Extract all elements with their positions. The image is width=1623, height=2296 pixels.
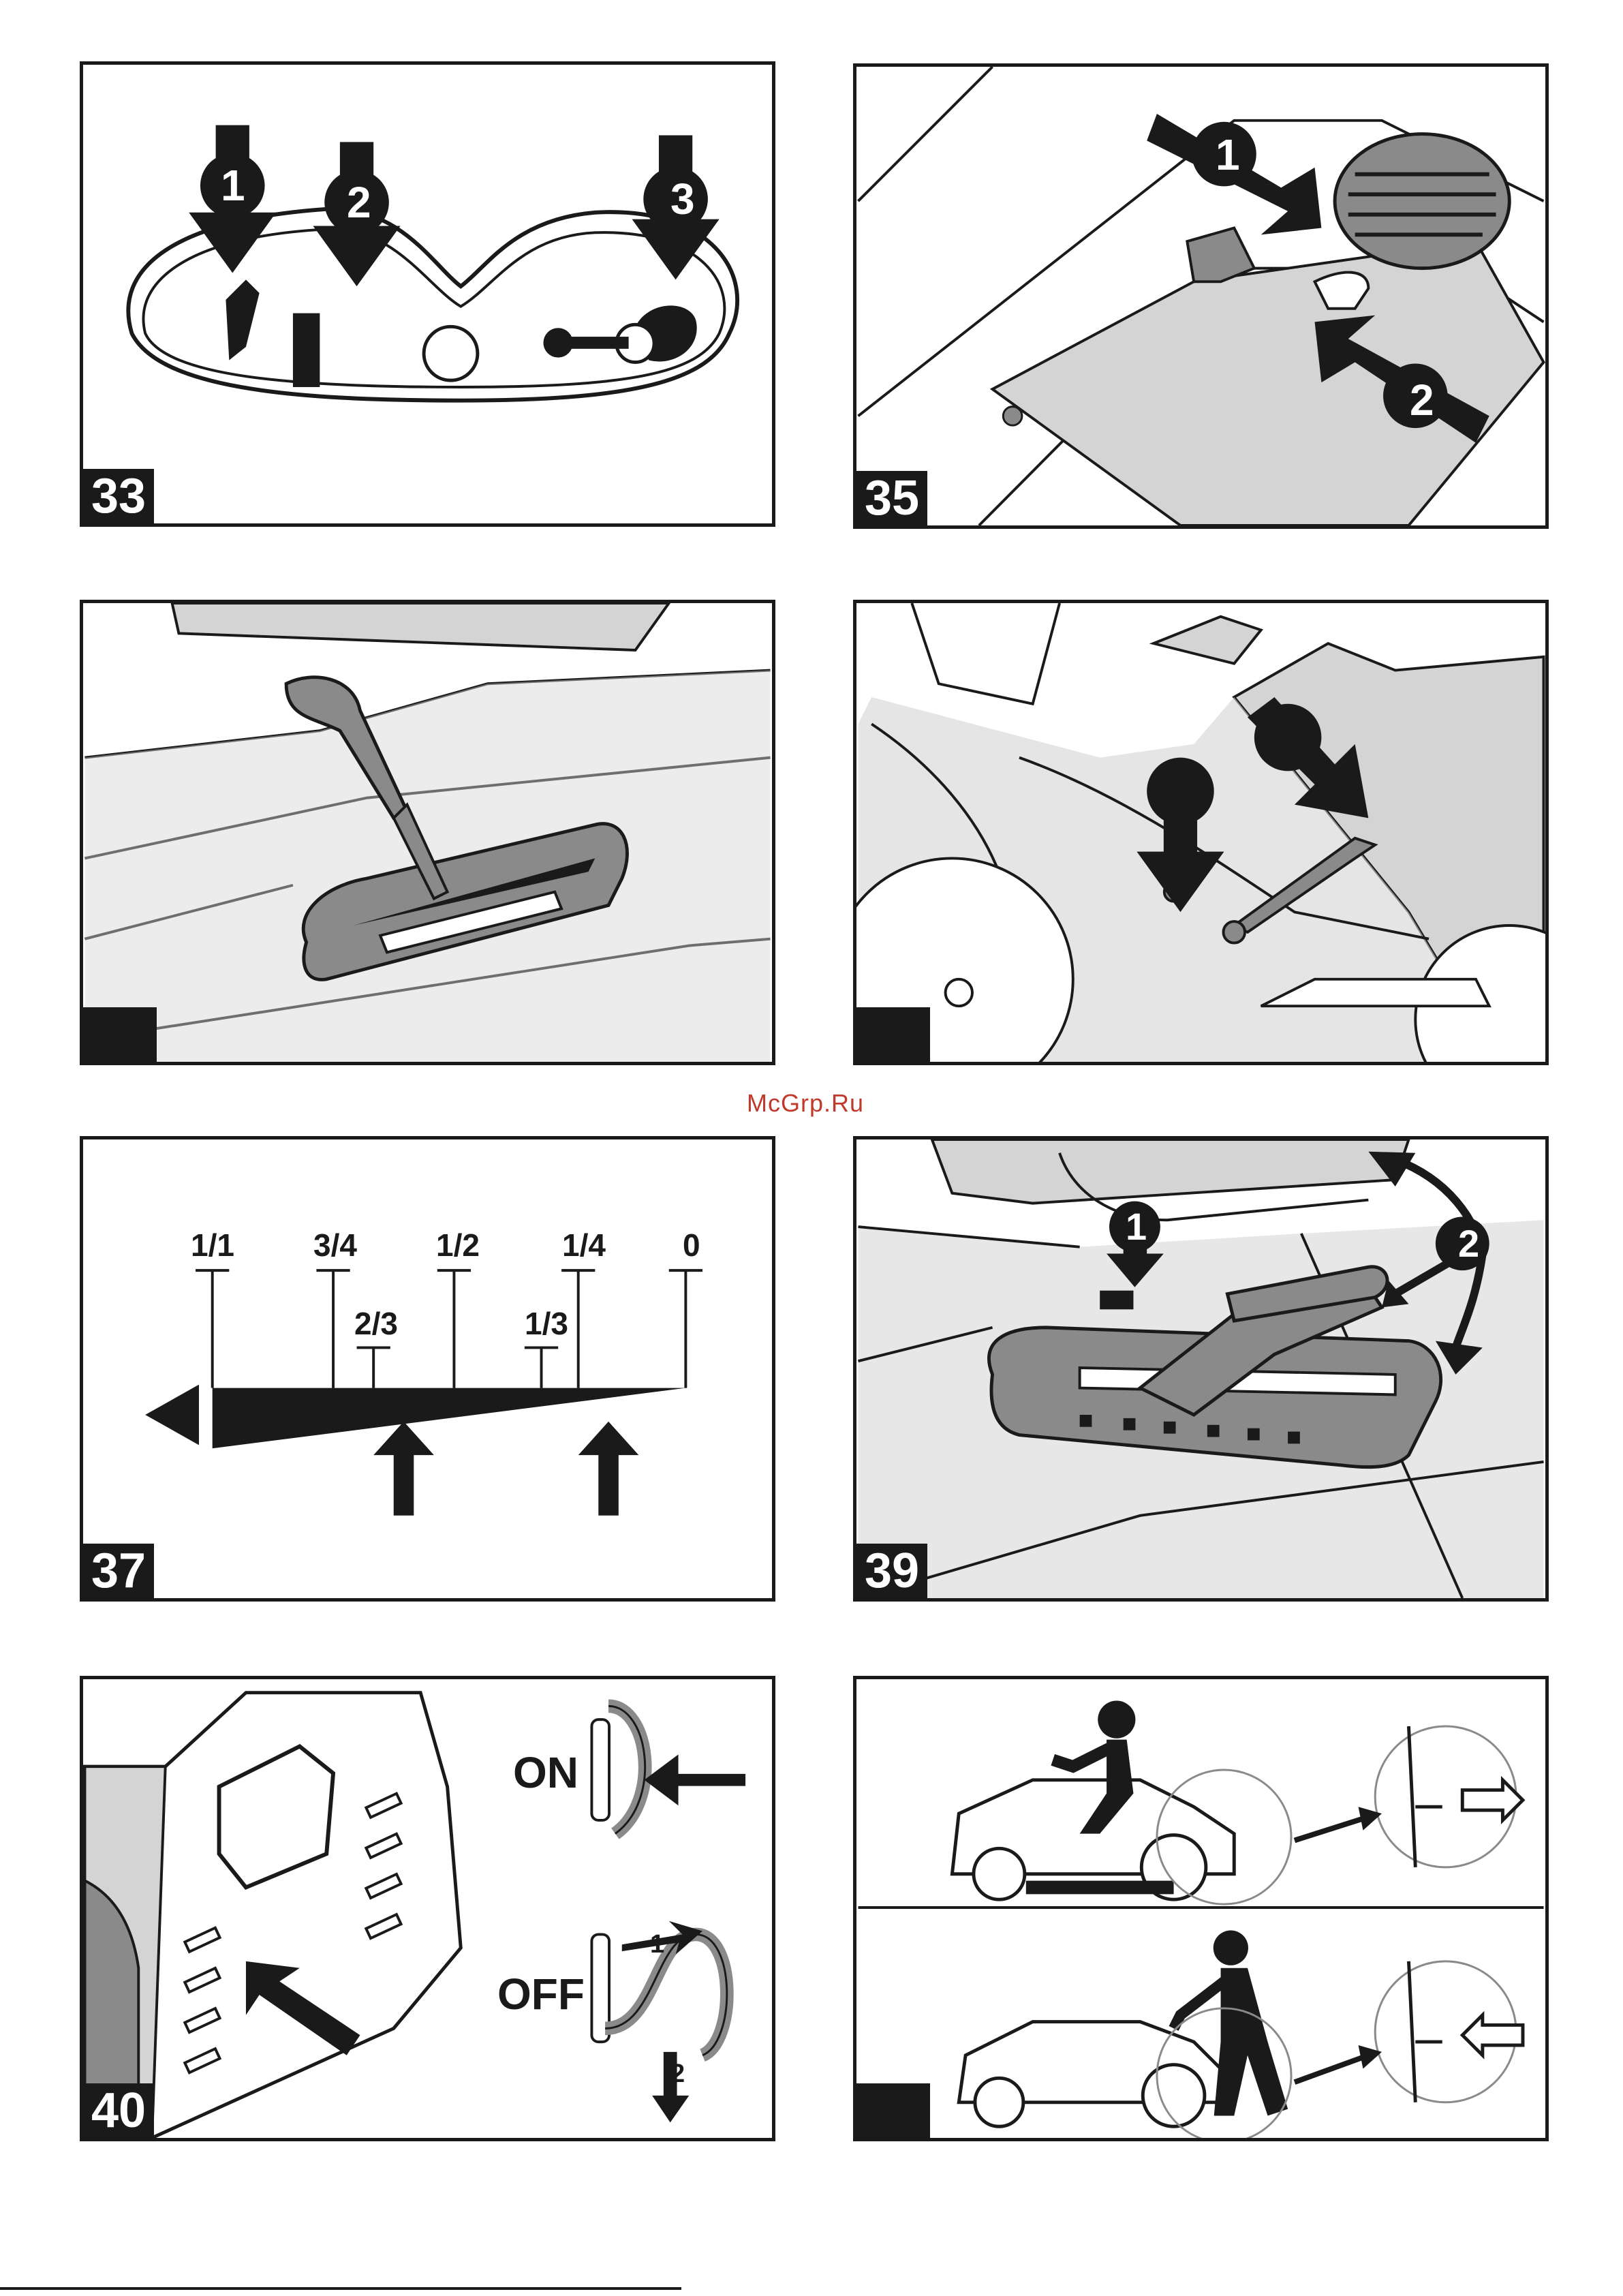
scale-label-three-quarters: 3/4 — [313, 1227, 357, 1264]
callout-2: 2 — [1410, 375, 1434, 425]
scale-label-full: 1/1 — [191, 1227, 234, 1264]
callout-2: 2 — [1458, 1221, 1479, 1266]
figure-number — [83, 1007, 157, 1062]
figure-33: 1 2 3 33 — [80, 61, 775, 527]
figure-number: 39 — [856, 1544, 927, 1598]
on-label: ON — [513, 1747, 578, 1798]
figure-number: 35 — [856, 471, 927, 525]
callout-3: 3 — [670, 174, 695, 224]
callout-2: 2 — [347, 177, 371, 228]
figure-number — [856, 1007, 930, 1062]
figure-number: 33 — [83, 469, 154, 523]
callout-1: 1 — [1126, 1204, 1147, 1249]
figure-36 — [80, 600, 775, 1065]
figure-number: 37 — [83, 1544, 154, 1598]
dashboard-illustration — [83, 65, 772, 523]
figure-38 — [853, 600, 1549, 1065]
tractor-side-illustration — [856, 603, 1545, 1062]
scale-label-half: 1/2 — [436, 1227, 480, 1264]
figure-35: 1 2 35 — [853, 63, 1549, 529]
operator-position-illustration — [856, 1679, 1545, 2138]
callout-1: 1 — [650, 1930, 664, 1959]
scale-label-one-quarter: 1/4 — [562, 1227, 606, 1264]
clip-illustration — [83, 1679, 772, 2138]
figure-40: ON OFF 1 2 40 — [80, 1676, 775, 2141]
lever-illustration — [83, 603, 772, 1062]
figure-number — [856, 2083, 930, 2138]
scale-label-two-thirds: 2/3 — [354, 1305, 398, 1342]
fuel-scale-illustration — [83, 1139, 772, 1598]
figure-41 — [853, 1676, 1549, 2141]
cutting-height-illustration — [856, 1139, 1545, 1598]
scale-label-one-third: 1/3 — [525, 1305, 568, 1342]
figure-number: 40 — [83, 2083, 154, 2138]
scale-label-empty: 0 — [683, 1227, 700, 1264]
callout-1: 1 — [1216, 129, 1240, 180]
figure-37: 1/1 3/4 2/3 1/2 1/3 1/4 0 37 — [80, 1136, 775, 1602]
callout-2: 2 — [670, 2060, 685, 2089]
bottom-rule — [0, 2287, 681, 2290]
callout-1: 1 — [221, 160, 245, 211]
pedals-illustration — [856, 67, 1545, 525]
watermark: McGrp.Ru — [747, 1089, 864, 1118]
off-label: OFF — [497, 1969, 585, 2019]
figure-39: 1 2 39 — [853, 1136, 1549, 1602]
